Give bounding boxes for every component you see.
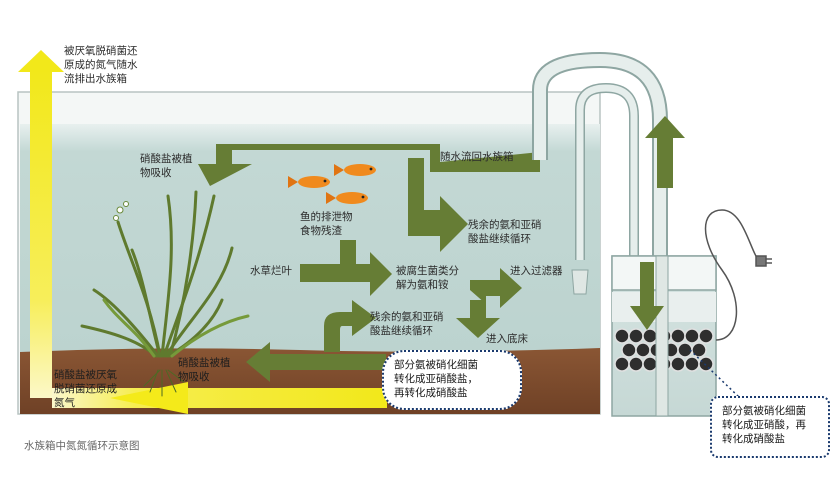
label-nitrate-absorbed-top: 硝酸盐被植 物吸收 xyxy=(140,153,193,179)
label-residual-ammonia-mid: 残余的氨和亚硝 酸盐继续循环 xyxy=(370,311,444,337)
arrow-residual-loop xyxy=(324,300,376,352)
label-denitrification: 硝酸盐被厌氧 脱硝菌还原成 氮气 xyxy=(54,369,117,409)
label-to-substrate: 进入底床 xyxy=(486,333,528,345)
label-residual-ammonia-top: 残余的氨和亚硝 酸盐继续循环 xyxy=(468,219,542,245)
filter-bubble-pointer xyxy=(689,349,741,399)
label-plant-leaf: 水草烂叶 xyxy=(250,265,292,277)
arrow-to-residual xyxy=(408,158,468,252)
bubble-tank-nitrification: 部分氨被硝化细菌 转化成亚硝酸盐， 再转化成硝酸盐 xyxy=(382,350,522,410)
nitrogen-gas-arrow xyxy=(18,50,387,414)
arrow-to-plant-roots xyxy=(246,342,386,382)
label-to-filter: 进入过滤器 xyxy=(510,265,563,277)
arrow-to-filter xyxy=(470,268,522,308)
arrow-to-substrate xyxy=(456,300,500,338)
fish-icon xyxy=(288,164,376,204)
label-nitrogen-gas-escape: 被厌氧脱硝菌还 原成的氮气随水 流排出水族箱 xyxy=(64,45,138,85)
label-nitrate-absorbed-bottom: 硝酸盐被植 物吸收 xyxy=(178,357,231,383)
filter-outflow-arrow xyxy=(645,116,685,188)
aquatic-plant-icon xyxy=(80,190,250,397)
label-fish-waste: 鱼的排泄物 食物残渣 xyxy=(300,211,353,237)
arrow-return-to-plants xyxy=(198,144,540,186)
label-return-water: 随水流回水族箱 xyxy=(440,151,514,163)
filter-intake-arrow xyxy=(630,262,664,330)
arrow-leaf-to-bacteria xyxy=(300,240,392,296)
diagram-caption: 水族箱中氮氮循环示意图 xyxy=(24,440,140,452)
bubble-filter-nitrification: 部分氨被硝化细菌 转化成亚硝酸，再 转化成硝酸盐 xyxy=(710,396,830,458)
cycle-arrows xyxy=(198,144,540,382)
power-plug-icon xyxy=(704,209,772,341)
return-tube xyxy=(532,51,668,410)
canister-filter-icon xyxy=(611,255,717,417)
label-bacteria-decompose: 被腐生菌类分 解为氨和铵 xyxy=(396,265,459,291)
